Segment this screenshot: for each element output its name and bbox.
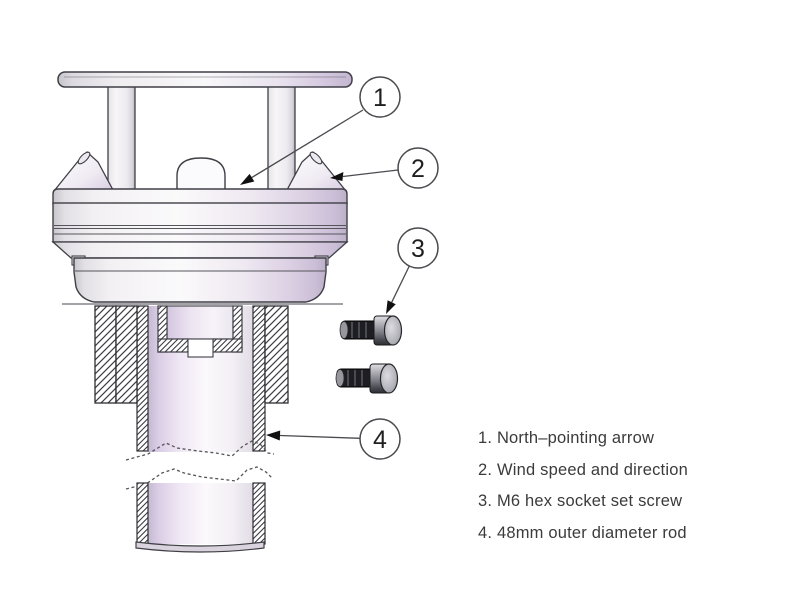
sensor-head — [52, 71, 353, 192]
callout-2-balloon: 2 — [397, 147, 439, 189]
body-rim — [52, 188, 348, 205]
callout-1-balloon: 1 — [359, 76, 401, 118]
rod-wall-left-lower — [136, 482, 149, 545]
right-post — [267, 84, 296, 192]
set-screw-2 — [335, 363, 399, 394]
callout-1-number: 1 — [373, 84, 387, 112]
legend-item-2: 2. Wind speed and direction — [478, 460, 688, 479]
callout-2-leader — [330, 169, 399, 181]
center-boss-section — [157, 305, 243, 358]
north-arrow-dome — [176, 157, 226, 191]
left-post — [107, 84, 136, 192]
callout-3-number: 3 — [411, 235, 425, 263]
rod-wall-right-upper — [252, 305, 266, 452]
rod-wall-right-lower — [252, 482, 266, 545]
sensor-body — [51, 188, 349, 303]
callout-3-balloon: 3 — [397, 227, 439, 269]
callout-2-number: 2 — [411, 155, 425, 183]
legend-item-4: 4. 48mm outer diameter rod — [478, 523, 687, 542]
body-shoulder — [51, 241, 349, 259]
mounting-cross-section — [62, 303, 343, 553]
callout-1-leader — [240, 109, 364, 185]
legend-item-1: 1. North–pointing arrow — [478, 429, 655, 447]
callout-4-leader — [266, 430, 361, 441]
rod-bottom-edge — [135, 541, 265, 553]
top-cap — [57, 71, 353, 88]
callout-4-balloon: 4 — [359, 418, 401, 460]
rod-wall-left-upper — [136, 305, 149, 452]
set-screw-1 — [339, 315, 403, 346]
parts-legend: 1. North–pointing arrow 2. Wind speed an… — [478, 423, 688, 549]
body-upper-drum — [52, 202, 348, 243]
body-neck — [73, 257, 327, 303]
left-transducer-cone — [52, 151, 115, 192]
clamp-collar — [94, 305, 289, 404]
right-transducer-cone — [285, 151, 348, 192]
rod-interior-lower — [148, 483, 253, 544]
rod-break-lines — [125, 440, 275, 490]
legend-item-3: 3. M6 hex socket set screw — [478, 492, 683, 511]
callout-4-number: 4 — [373, 426, 387, 454]
callout-3-leader — [386, 265, 410, 314]
